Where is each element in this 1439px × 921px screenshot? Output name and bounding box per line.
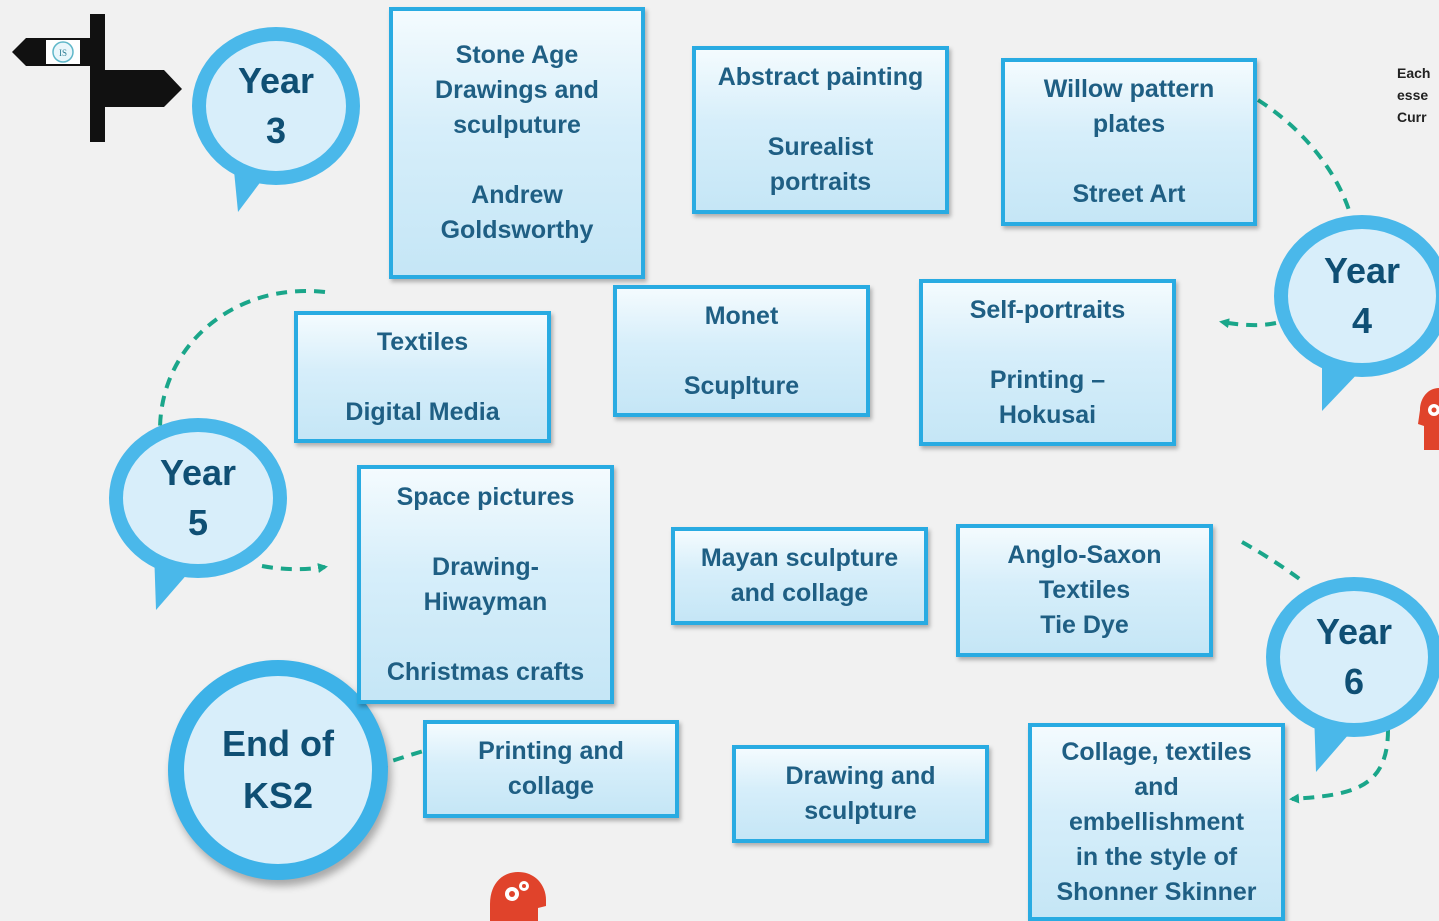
side-note: Each esse Curr: [1397, 62, 1439, 128]
arrow-y3-to-y4: [1256, 98, 1354, 221]
year3-label: Year: [237, 60, 315, 101]
topic-line: Willow pattern: [1043, 75, 1215, 103]
side-note-line: Each: [1397, 65, 1431, 81]
topic-line: Scuplture: [683, 371, 800, 400]
topic-line: plates: [1092, 110, 1166, 138]
year3-number: 3: [265, 110, 287, 151]
end-of-ks2-line1: End of: [222, 723, 334, 764]
head-gears-icon: [1418, 388, 1439, 450]
topic-line: Street Art: [1072, 180, 1186, 208]
topic-line: collage: [507, 772, 595, 800]
topic-line: Textiles: [376, 327, 469, 356]
topic-line: and collage: [730, 579, 869, 607]
topic-line: sculputure: [453, 111, 581, 139]
topic-line: Hiwayman: [423, 587, 548, 616]
topic-line: Self-portraits: [969, 295, 1126, 324]
signpost-icon: IS: [12, 14, 182, 142]
topic-line: Anglo-Saxon: [1007, 541, 1162, 569]
topic-line: Hokusai: [998, 400, 1097, 429]
topic-line: in the style of: [1075, 842, 1238, 871]
arrow-row3-to-y6: [1241, 540, 1307, 585]
arrow-y6-to-row4: [1289, 729, 1390, 804]
topic-line: Drawing and: [785, 762, 936, 790]
topic-line: Goldsworthy: [440, 216, 594, 244]
school-logo: IS: [59, 48, 67, 58]
topic-line: Printing –: [989, 365, 1106, 394]
topic-box-mayan-sculpture: Mayan sculpture and collage: [671, 527, 928, 625]
topic-line: sculpture: [804, 797, 917, 825]
arrow-y5-to-row3: [261, 563, 328, 573]
arrow-y4-to-row2: [1219, 318, 1277, 329]
year4-number: 4: [1351, 300, 1373, 341]
topic-line: embellishment: [1068, 807, 1245, 836]
year5-label: Year: [159, 452, 237, 493]
topic-line: portraits: [769, 168, 872, 196]
year6-label: Year: [1315, 611, 1393, 652]
year3-bubble: Year 3: [192, 27, 360, 185]
topic-line: Tie Dye: [1040, 611, 1129, 639]
side-note-line: Curr: [1397, 109, 1427, 125]
year5-bubble: Year 5: [109, 418, 287, 578]
topic-line: Textiles: [1038, 576, 1131, 604]
topic-line: and: [1134, 772, 1179, 801]
arrow-row2-to-y5: [158, 288, 326, 431]
head-gears-icon: [490, 872, 546, 921]
topic-line: Andrew: [471, 181, 563, 209]
topic-box-collage-textiles: Collage, textiles and embellishment in the …: [1028, 723, 1285, 921]
topic-line: Digital Media: [345, 397, 500, 426]
year4-bubble: Year 4: [1274, 215, 1439, 377]
topic-line: Stone Age: [455, 41, 579, 69]
year6-number: 6: [1343, 661, 1365, 702]
year6-bubble: Year 6: [1266, 577, 1439, 737]
end-of-ks2-line2: KS2: [242, 775, 314, 816]
year5-number: 5: [187, 502, 209, 543]
topic-line: Abstract painting: [717, 63, 924, 91]
end-of-ks2-circle: End of KS2: [168, 660, 388, 880]
topic-line: Collage, textiles: [1061, 737, 1252, 766]
topic-box-printing-collage: Printing and collage: [423, 720, 679, 818]
topic-line: Mayan sculpture: [700, 544, 899, 572]
topic-line: Christmas crafts: [386, 657, 585, 686]
topic-line: Space pictures: [396, 482, 575, 511]
side-note-line: esse: [1397, 87, 1429, 103]
topic-line: Shonner Skinner: [1056, 877, 1257, 906]
topic-box-drawing-sculpture: Drawing and sculpture: [732, 745, 989, 843]
year4-label: Year: [1323, 250, 1401, 291]
topic-line: Surealist: [767, 133, 874, 161]
topic-line: Drawing-: [432, 552, 539, 581]
topic-line: Drawings and: [435, 76, 599, 104]
topic-line: Monet: [704, 301, 779, 330]
topic-line: Printing and: [478, 737, 624, 765]
